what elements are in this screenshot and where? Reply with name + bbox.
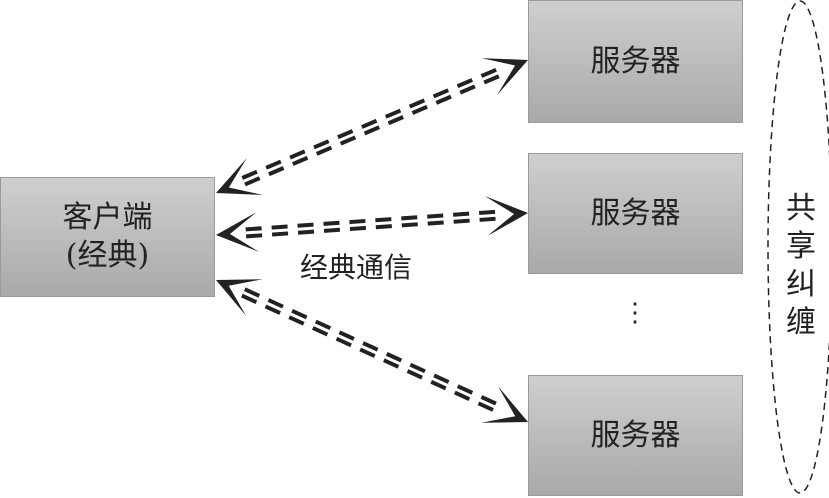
client-type-label: (经典) (65, 238, 150, 273)
arrowhead-icon (484, 196, 528, 236)
server-box: 服务器 (528, 375, 743, 496)
shared-char: 共 (786, 191, 816, 226)
shared-char: 纠 (786, 267, 816, 302)
arrowhead-icon (216, 158, 263, 195)
client-box: 客户端 (经典) (0, 177, 215, 297)
server-label: 服务器 (590, 195, 681, 231)
shared-entanglement-ellipse (767, 0, 829, 494)
arrowhead-icon (481, 58, 528, 95)
client-label: 客户端 (62, 200, 153, 235)
arrowhead-icon (481, 386, 528, 423)
arrowhead-icon (216, 212, 260, 252)
shared-entanglement-label: 共 享 纠 缠 (783, 190, 819, 342)
server-label: 服务器 (590, 43, 681, 79)
classical-communication-label: 经典通信 (300, 251, 413, 284)
server-box: 服务器 (528, 153, 743, 274)
line-gap (243, 70, 501, 183)
line-gap (242, 291, 502, 411)
server-label: 服务器 (590, 417, 681, 453)
server-box: 服务器 (528, 0, 743, 123)
arrowhead-icon (216, 279, 263, 316)
line-gap (245, 213, 499, 235)
shared-char: 缠 (786, 305, 816, 340)
shared-char: 享 (786, 229, 816, 264)
ellipsis: ⋮ (622, 298, 648, 328)
